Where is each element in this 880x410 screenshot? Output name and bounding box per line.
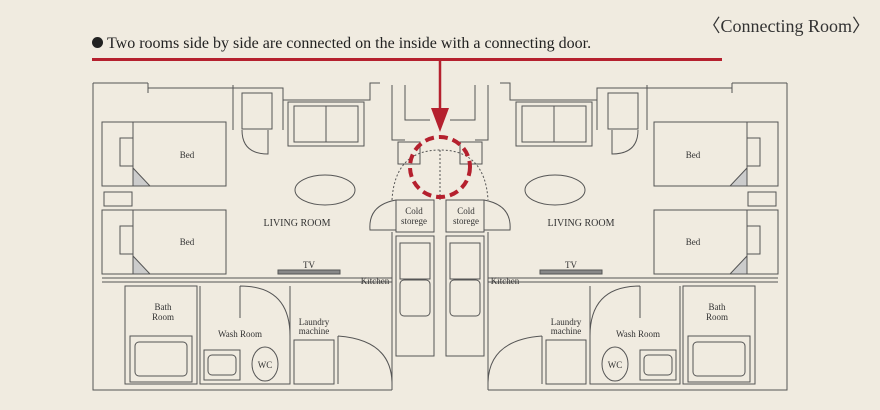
kitchen-label: Kitchen [491, 276, 520, 286]
bed-label: Bed [180, 150, 195, 160]
laundry-label: Laundry [551, 317, 582, 327]
bath-room-label: Room [706, 312, 728, 322]
bath-room-label: Bath [709, 302, 726, 312]
accent-underline [92, 58, 722, 61]
wc-label: WC [258, 360, 273, 370]
laundry-label: machine [299, 326, 330, 336]
living-room-label: LIVING ROOM [264, 218, 331, 229]
cold-storage-label: storege [453, 216, 479, 226]
pointer-arrow-icon [431, 108, 449, 132]
connecting-door-swing [391, 149, 489, 201]
bath-room-label: Room [152, 312, 174, 322]
connecting-door-highlight [408, 135, 472, 199]
tv-label: TV [303, 260, 315, 270]
cold-storage-label: Cold [405, 206, 423, 216]
cold-storage-label: storege [401, 216, 427, 226]
connecting-room-title: 〈Connecting Room〉 [702, 16, 871, 36]
wc-label: WC [608, 360, 623, 370]
bed-label: Bed [686, 237, 701, 247]
wash-room-label: Wash Room [218, 329, 262, 339]
bath-room-label: Bath [155, 302, 172, 312]
bed-label: Bed [686, 150, 701, 160]
tv-label: TV [565, 260, 577, 270]
living-room-label: LIVING ROOM [548, 218, 615, 229]
description-label: Two rooms side by side are connected on … [107, 35, 592, 52]
laundry-label: Laundry [299, 317, 330, 327]
wash-room-label: Wash Room [616, 329, 660, 339]
kitchen-label: Kitchen [361, 276, 390, 286]
bed-label: Bed [180, 237, 195, 247]
cold-storage-label: Cold [457, 206, 475, 216]
bullet-icon [92, 37, 103, 48]
laundry-label: machine [551, 326, 582, 336]
description-text: Two rooms side by side are connected on … [92, 35, 591, 53]
